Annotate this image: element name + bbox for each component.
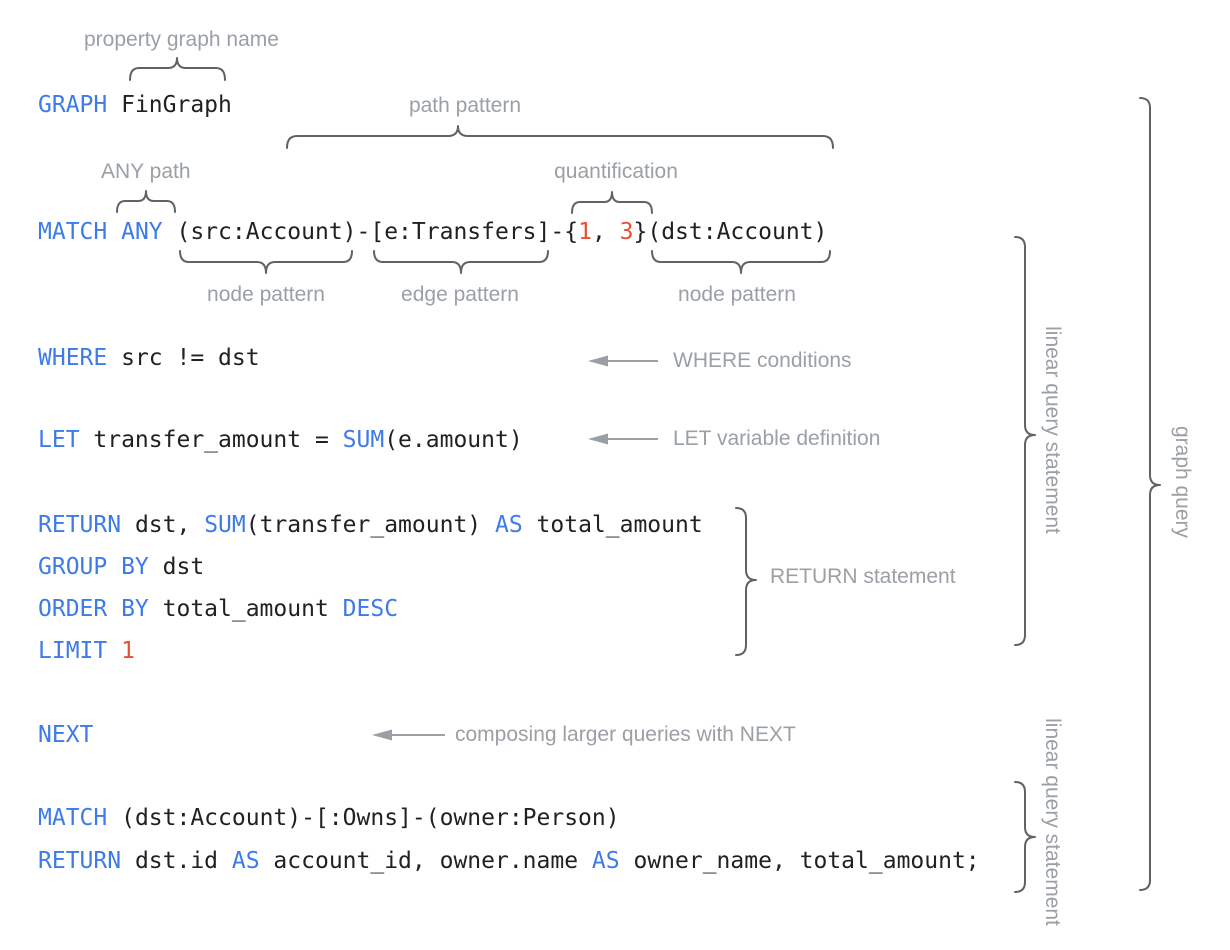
- code-line-match-path: MATCH ANY (src:Account)-[e:Transfers]-{1…: [38, 219, 828, 245]
- brace-quantification: [571, 191, 653, 214]
- brace-path-pattern: [286, 125, 834, 149]
- code-line-graph: GRAPH FinGraph: [38, 92, 232, 118]
- label-node-pattern-right: node pattern: [678, 283, 796, 306]
- brace-node-pattern-left: [179, 250, 353, 274]
- let-arrow-icon: [588, 433, 608, 445]
- brace-return-statement: [735, 507, 757, 656]
- label-graph-query: graph query: [1171, 425, 1194, 539]
- label-where-conditions: WHERE conditions: [673, 349, 852, 372]
- label-any-path: ANY path: [101, 160, 191, 183]
- brace-graph-query: [1139, 97, 1161, 891]
- code-line-match-owns: MATCH (dst:Account)-[:Owns]-(owner:Perso…: [38, 805, 620, 831]
- label-composing-next: composing larger queries with NEXT: [455, 723, 796, 746]
- brace-node-pattern-right: [651, 250, 831, 274]
- code-line-next: NEXT: [38, 722, 94, 748]
- label-edge-pattern: edge pattern: [401, 283, 519, 306]
- label-property-graph-name: property graph name: [84, 28, 279, 51]
- label-linear-query-statement-top: linear query statement: [1041, 326, 1064, 534]
- code-line-return: RETURN dst, SUM(transfer_amount) AS tota…: [38, 512, 703, 538]
- code-line-return-final: RETURN dst.id AS account_id, owner.name …: [38, 848, 980, 874]
- label-linear-query-statement-bottom: linear query statement: [1041, 718, 1064, 926]
- next-arrow-icon: [372, 729, 392, 741]
- code-line-order-by: ORDER BY total_amount DESC: [38, 596, 399, 622]
- brace-any-path: [116, 190, 176, 213]
- label-node-pattern-left: node pattern: [207, 283, 325, 306]
- brace-linear-query-statement-bottom: [1014, 781, 1036, 893]
- where-arrow-icon: [588, 355, 608, 367]
- code-line-group-by: GROUP BY dst: [38, 554, 205, 580]
- code-line-where: WHERE src != dst: [38, 345, 260, 371]
- label-return-statement: RETURN statement: [770, 565, 956, 588]
- brace-edge-pattern: [373, 250, 549, 274]
- label-quantification: quantification: [554, 160, 678, 183]
- brace-linear-query-statement-top: [1014, 236, 1036, 646]
- label-let-variable-definition: LET variable definition: [673, 427, 881, 450]
- code-line-limit: LIMIT 1: [38, 638, 135, 664]
- code-line-let: LET transfer_amount = SUM(e.amount): [38, 427, 523, 453]
- brace-property-graph-name: [129, 57, 226, 81]
- label-path-pattern: path pattern: [408, 94, 522, 117]
